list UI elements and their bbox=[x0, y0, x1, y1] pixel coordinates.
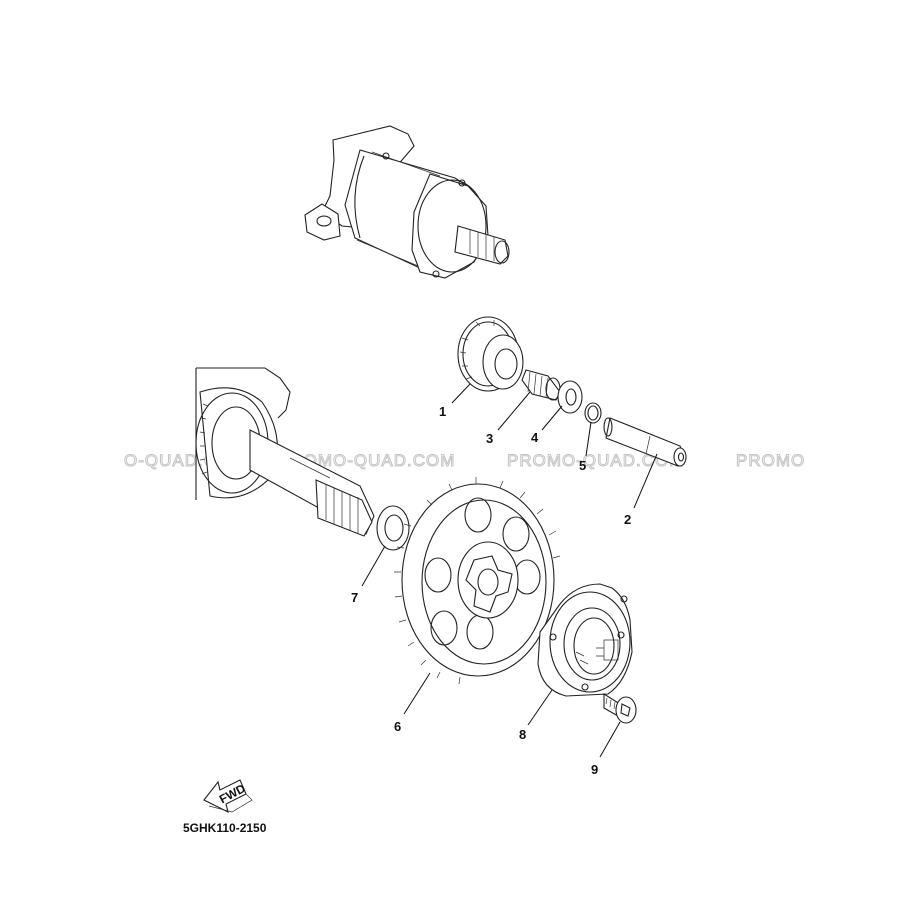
callout-8: 8 bbox=[519, 727, 526, 742]
watermark-row: O-QUAD.COM PROMO-QUAD.COM PROMO-QUAD.COM… bbox=[124, 451, 805, 471]
crankcase-section bbox=[195, 367, 375, 537]
part-1-idle-gear bbox=[457, 316, 524, 392]
watermark-4: PROMO bbox=[736, 451, 805, 470]
part-3-bearing bbox=[521, 369, 561, 401]
callout-1: 1 bbox=[439, 404, 446, 419]
callout-7: 7 bbox=[351, 590, 358, 605]
callout-3: 3 bbox=[486, 431, 493, 446]
part-6-wheel-gear bbox=[394, 477, 561, 685]
callout-2: 2 bbox=[624, 512, 631, 527]
part-8-clutch bbox=[537, 583, 633, 697]
callout-9: 9 bbox=[591, 762, 598, 777]
callout-4: 4 bbox=[531, 430, 539, 445]
starter-motor bbox=[304, 125, 510, 279]
part-2-shaft bbox=[603, 417, 687, 467]
fwd-arrow-icon: FWD bbox=[203, 779, 253, 814]
callout-5: 5 bbox=[579, 458, 586, 473]
part-5-circlip bbox=[584, 402, 602, 424]
part-7-washer bbox=[376, 505, 410, 551]
watermark-3: PROMO-QUAD.COM bbox=[507, 451, 684, 470]
part-9-bolt bbox=[603, 693, 637, 724]
callout-numbers: 1 2 3 4 5 6 7 8 9 bbox=[351, 404, 631, 777]
part-4-washer bbox=[557, 380, 583, 414]
callout-6: 6 bbox=[394, 719, 401, 734]
diagram-code: 5GHK110-2150 bbox=[183, 821, 267, 835]
watermark-2: PROMO-QUAD.COM bbox=[278, 451, 455, 470]
fwd-label: FWD bbox=[217, 781, 248, 806]
leader-lines bbox=[361, 383, 658, 758]
